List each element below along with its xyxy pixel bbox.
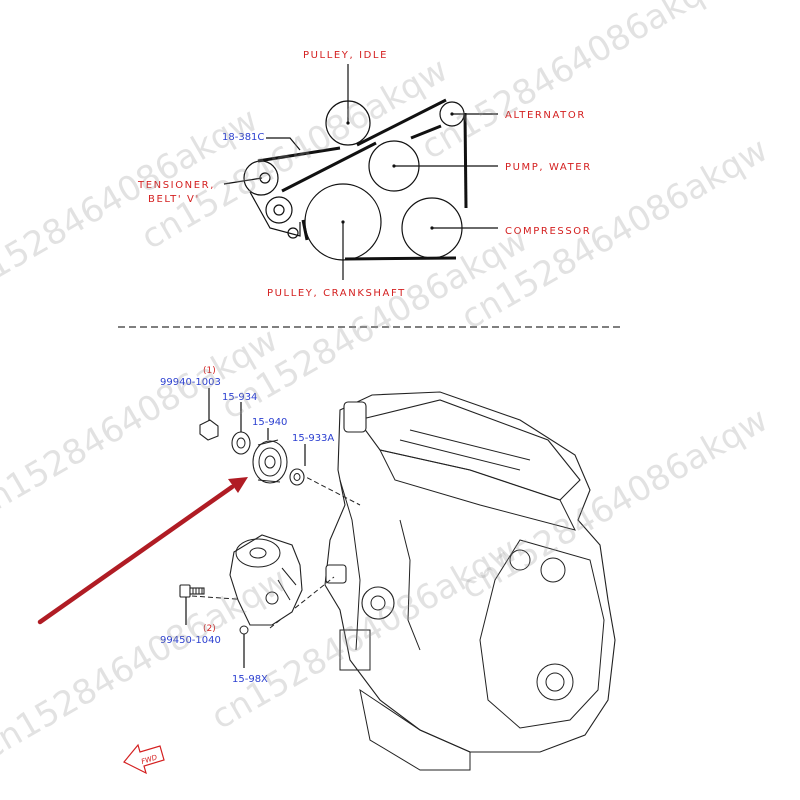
exploded-parts [179, 388, 306, 668]
label-compressor: COMPRESSOR [505, 226, 591, 237]
tensioner-mount-boss [325, 564, 347, 584]
label-alternator: ALTERNATOR [505, 110, 586, 121]
oil-pan [359, 688, 471, 771]
part-number-labels: (1) 99940-1003 15-934 15-940 15-933A 994… [160, 366, 334, 685]
label-pulley-crankshaft: PULLEY, CRANKSHAFT [267, 288, 406, 299]
engine-bracket [339, 629, 371, 671]
belt-segment [410, 124, 442, 140]
label-pulley-idle: PULLEY, IDLE [303, 50, 388, 61]
callout-1: (1) [203, 366, 216, 376]
label-tensioner-line1: TENSIONER, [137, 180, 215, 191]
tensioner-mount-eye [239, 625, 249, 635]
watermark-text: cn1528464086akqw [0, 320, 285, 528]
tensioner-pulley-hub [273, 204, 285, 216]
hex-bolt-thread [192, 588, 203, 594]
washer [231, 431, 251, 455]
spacer [289, 468, 305, 486]
label-tensioner-line2: BELT' V' [148, 194, 200, 205]
idler-pulley-part [252, 440, 288, 484]
oil-filler-cap [343, 401, 367, 433]
crank-front-hub [545, 672, 565, 692]
fwd-indicator: FWD [123, 743, 165, 775]
washer-bore [236, 437, 246, 449]
tensioner-body [243, 160, 279, 196]
part-15-98x: 15-98X [232, 674, 268, 685]
hex-bolt-shank [189, 587, 205, 595]
leader-line [266, 137, 301, 151]
tensioner-ribs [277, 567, 297, 601]
engine-illustration [324, 391, 616, 771]
belt-segment [257, 146, 341, 163]
hex-bolt-head [179, 584, 191, 598]
part-15-934: 15-934 [222, 392, 257, 403]
water-pump-hub [370, 595, 386, 611]
fwd-arrow-icon [123, 743, 165, 775]
valve-cover-detail [399, 429, 531, 471]
water-pump-housing [361, 586, 395, 620]
belt-segment [344, 256, 457, 261]
dipstick-tube [339, 479, 361, 651]
idler-pulley-bore [264, 455, 276, 469]
part-99940-1003: 99940-1003 [160, 377, 221, 388]
leader-line [223, 177, 263, 185]
tensioner-arm [249, 191, 301, 237]
watermark-text: cn1528464086akqw [0, 560, 295, 768]
cam-sprocket-housing [509, 549, 531, 571]
belt-segment [356, 98, 447, 147]
label-pump-water: PUMP, WATER [505, 162, 592, 173]
crank-front-bore [536, 663, 574, 701]
watermark-text: cn1528464086akqw [415, 0, 735, 168]
tensioner-assembly [229, 534, 303, 626]
flange-nut [199, 419, 219, 441]
tensioner-pulley [265, 196, 293, 224]
tensioner-pulley-face [235, 538, 281, 568]
callout-2: (2) [203, 624, 216, 634]
label-18-381c: 18-381C [222, 132, 264, 143]
pointer-arrow [37, 477, 248, 625]
part-15-940: 15-940 [252, 417, 287, 428]
belt-segment [281, 141, 377, 193]
belt-segment [463, 112, 468, 209]
tensioner-pulley-hub [249, 547, 267, 559]
arrow-shaft [37, 484, 235, 625]
idler-pulley-groove [258, 447, 282, 477]
cam-sprocket-housing [540, 557, 566, 583]
assembly-guide [299, 473, 361, 506]
belt-segment [301, 219, 309, 241]
assembly-guide [269, 576, 335, 629]
harness-line [399, 519, 421, 651]
part-99450-1040: 99450-1040 [160, 635, 221, 646]
idler-pulley-rim [257, 439, 281, 483]
part-15-933a: 15-933A [292, 433, 334, 444]
spacer-bore [293, 473, 301, 481]
valve-cover-ridge [379, 449, 576, 531]
belt-routing-diagram: PULLEY, IDLE 18-381C ALTERNATOR PUMP, WA… [137, 50, 592, 299]
timing-cover [479, 539, 605, 729]
arrow-head [228, 477, 248, 493]
tensioner-bolt-hole [265, 591, 279, 605]
